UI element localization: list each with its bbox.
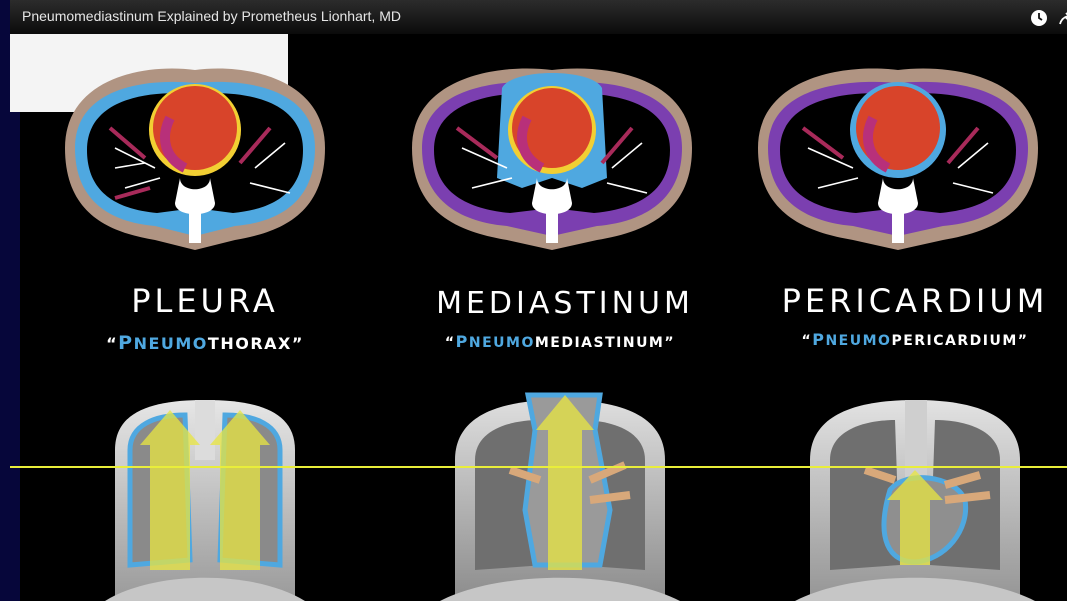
video-title-bar: Pneumomediastinum Explained by Prometheu… (10, 0, 1067, 34)
pneumothorax-xray-illustration (95, 390, 315, 601)
pneumomediastinum-xray-illustration (440, 390, 680, 601)
pleura-ct-illustration (55, 58, 335, 258)
heading-mediastinum: Mediastinum (420, 286, 710, 321)
share-icon[interactable] (1058, 12, 1067, 26)
pneumopericardium-xray-illustration (795, 390, 1035, 601)
clock-icon[interactable] (1030, 9, 1048, 27)
subtitle-pneumopericardium: “PNEUMOPERICARDIUM” (765, 330, 1065, 349)
video-frame[interactable]: Pneumomediastinum Explained by Prometheu… (10, 0, 1067, 601)
subtitle-pneumothorax: “PNEUMOTHORAX” (70, 332, 340, 354)
pericardium-ct-illustration (748, 58, 1048, 258)
heading-pericardium: Pericardium (770, 282, 1060, 320)
horizontal-guide-line (10, 466, 1067, 468)
mediastinum-ct-illustration (402, 58, 702, 258)
video-title[interactable]: Pneumomediastinum Explained by Prometheu… (22, 8, 401, 24)
heading-pleura: Pleura (105, 282, 305, 320)
subtitle-pneumomediastinum: “PNEUMOMEDIASTINUM” (405, 332, 715, 351)
background-window-edge (10, 112, 20, 601)
